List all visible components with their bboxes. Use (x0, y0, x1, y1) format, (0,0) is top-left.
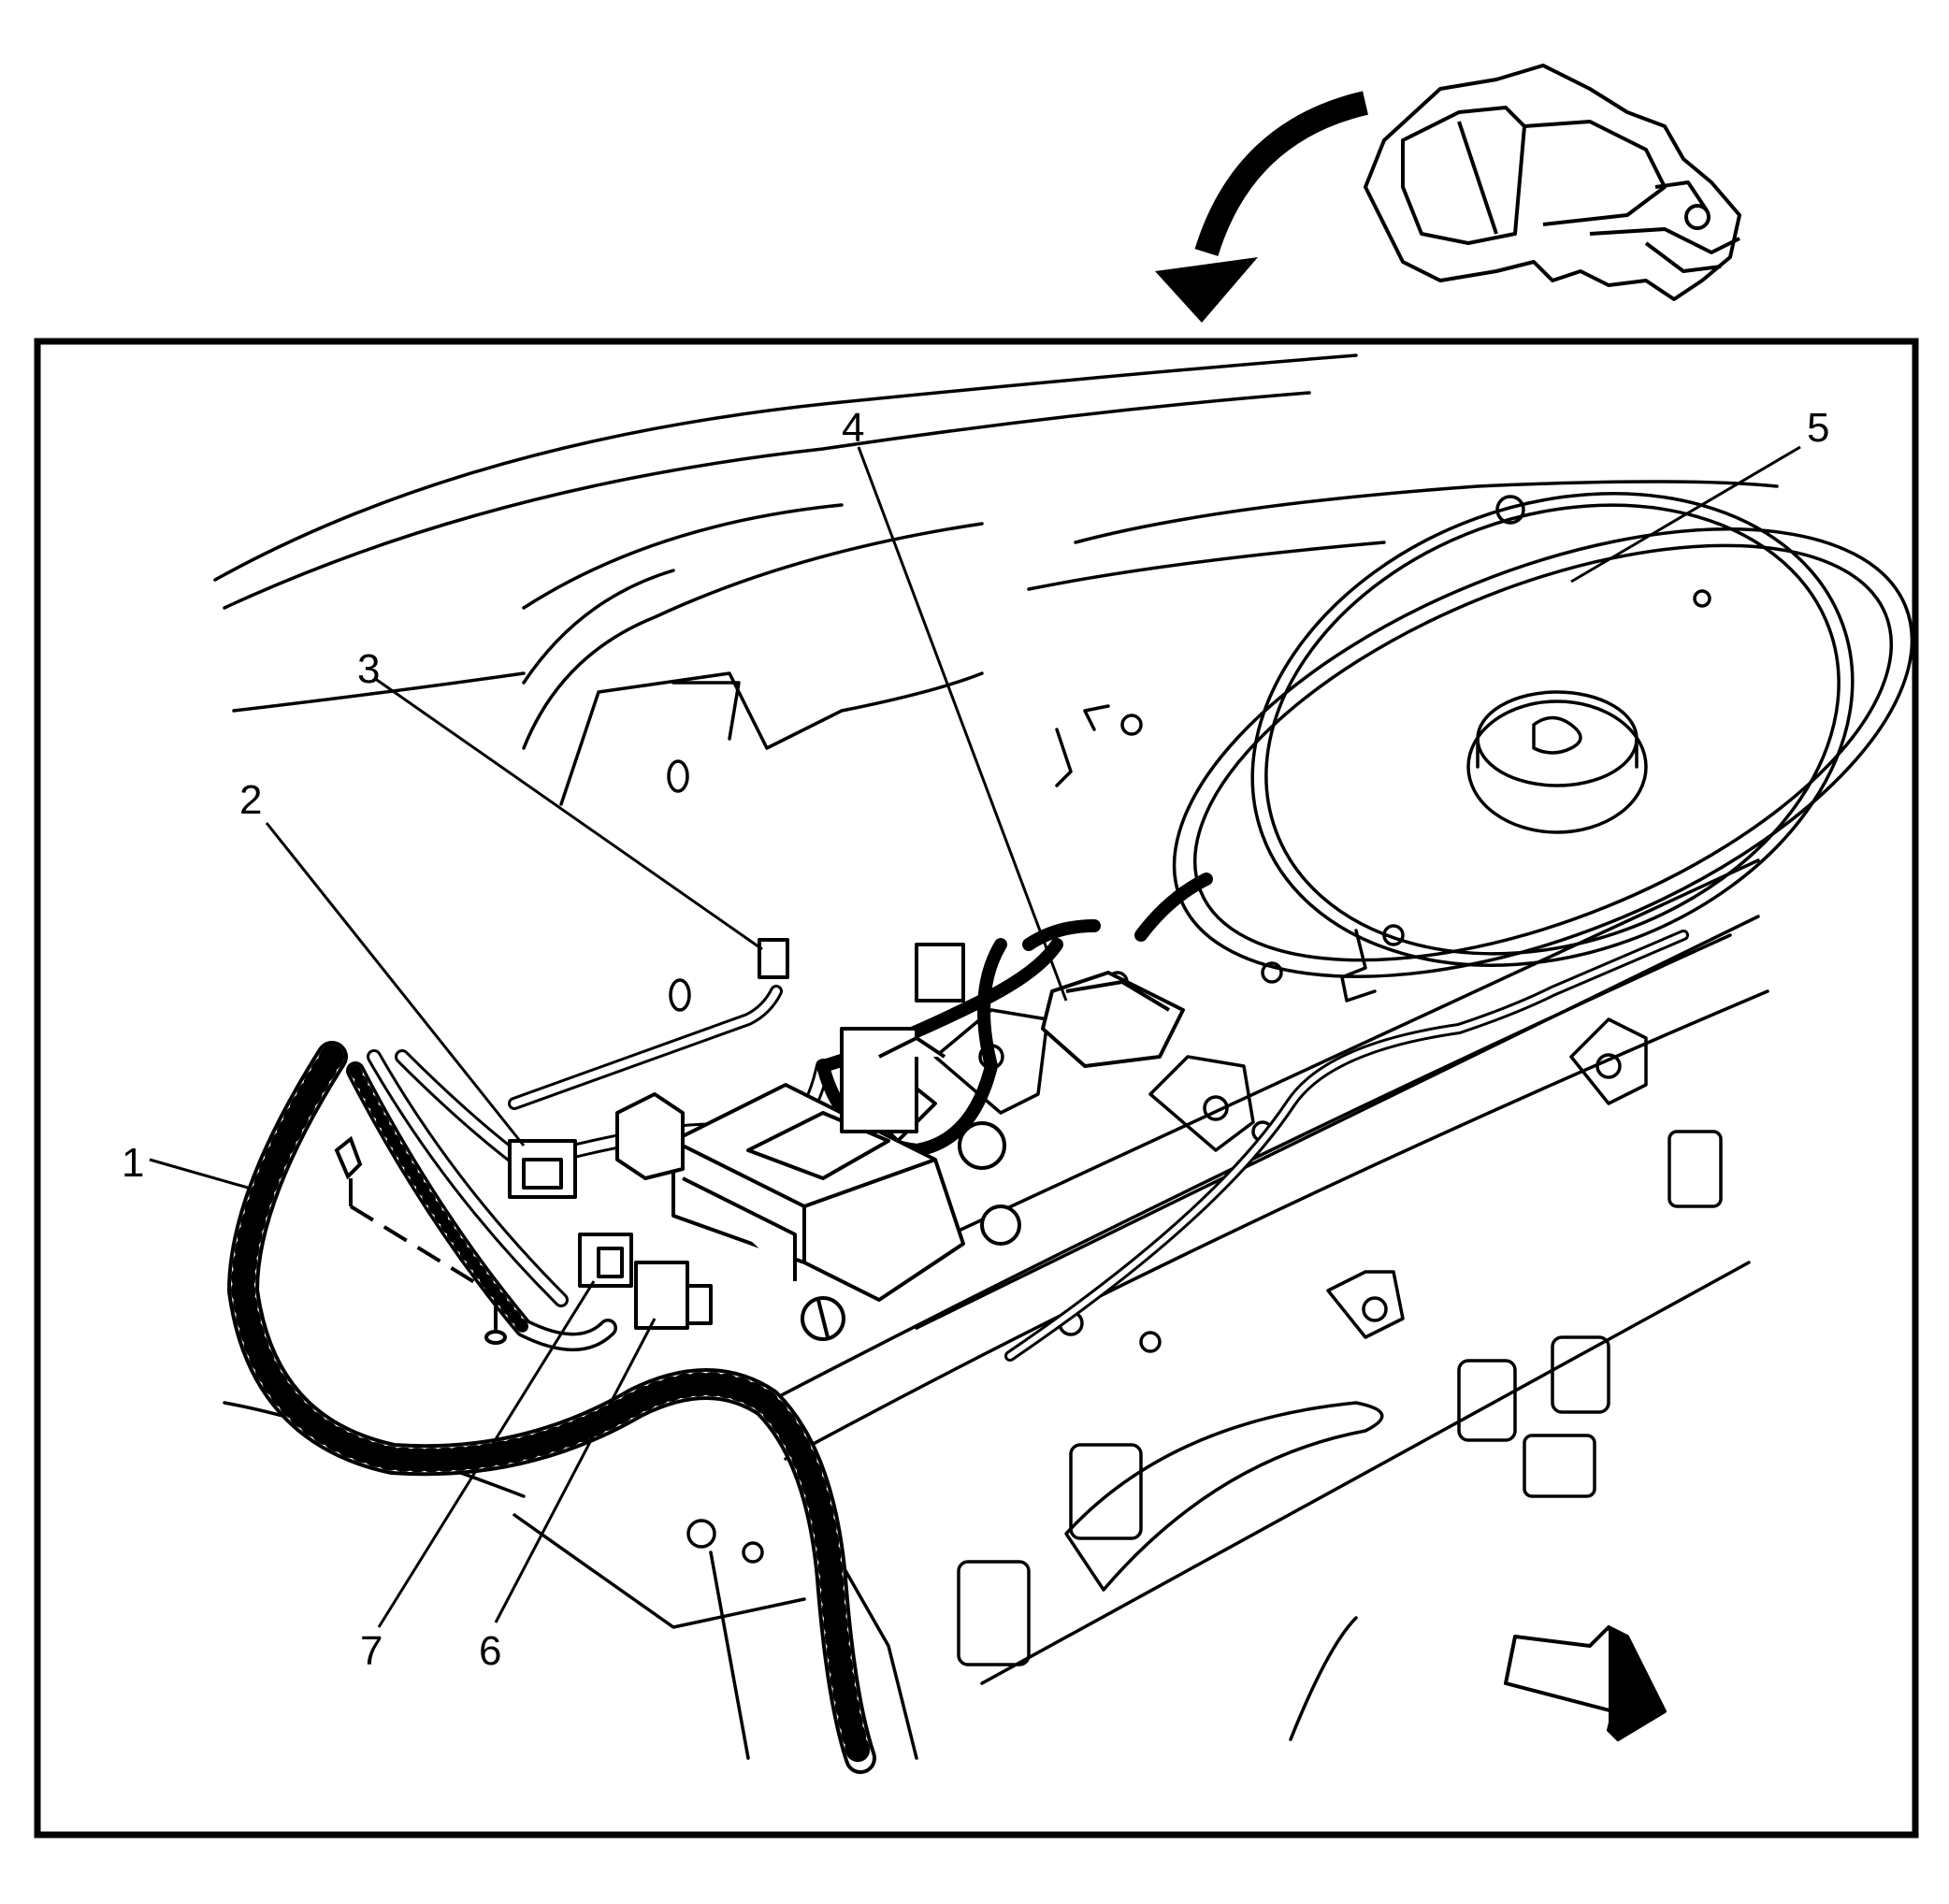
connector-6 (634, 1261, 689, 1330)
vehicle-locator-icon (1364, 64, 1741, 301)
leader-4 (857, 446, 1068, 1002)
connector-3 (758, 938, 789, 979)
trunk-illustration (213, 353, 1914, 1760)
wiring-harness (227, 873, 1689, 1774)
leader-7 (377, 1280, 596, 1628)
leader-3 (373, 676, 763, 951)
locator-arrow-icon (1155, 91, 1369, 323)
callout-labels: 1 2 3 4 5 6 7 (122, 405, 1829, 1674)
front-direction-arrow-icon (1504, 1625, 1667, 1741)
leader-1 (149, 1158, 249, 1190)
speaker (1055, 492, 1914, 1002)
callout-7: 7 (360, 1628, 383, 1674)
leader-5 (1570, 445, 1801, 584)
callout-6: 6 (479, 1628, 501, 1674)
leader-2 (265, 822, 526, 1147)
callout-5: 5 (1807, 405, 1829, 451)
connectors (508, 938, 1185, 1330)
diagram-frame (34, 338, 1919, 1839)
leader-6 (494, 1318, 657, 1623)
leader-lines (149, 445, 1801, 1628)
callout-2: 2 (239, 777, 262, 823)
callout-4: 4 (842, 405, 864, 451)
harness-clip (334, 1135, 507, 1345)
callout-3: 3 (357, 646, 380, 692)
callout-1: 1 (122, 1140, 144, 1186)
